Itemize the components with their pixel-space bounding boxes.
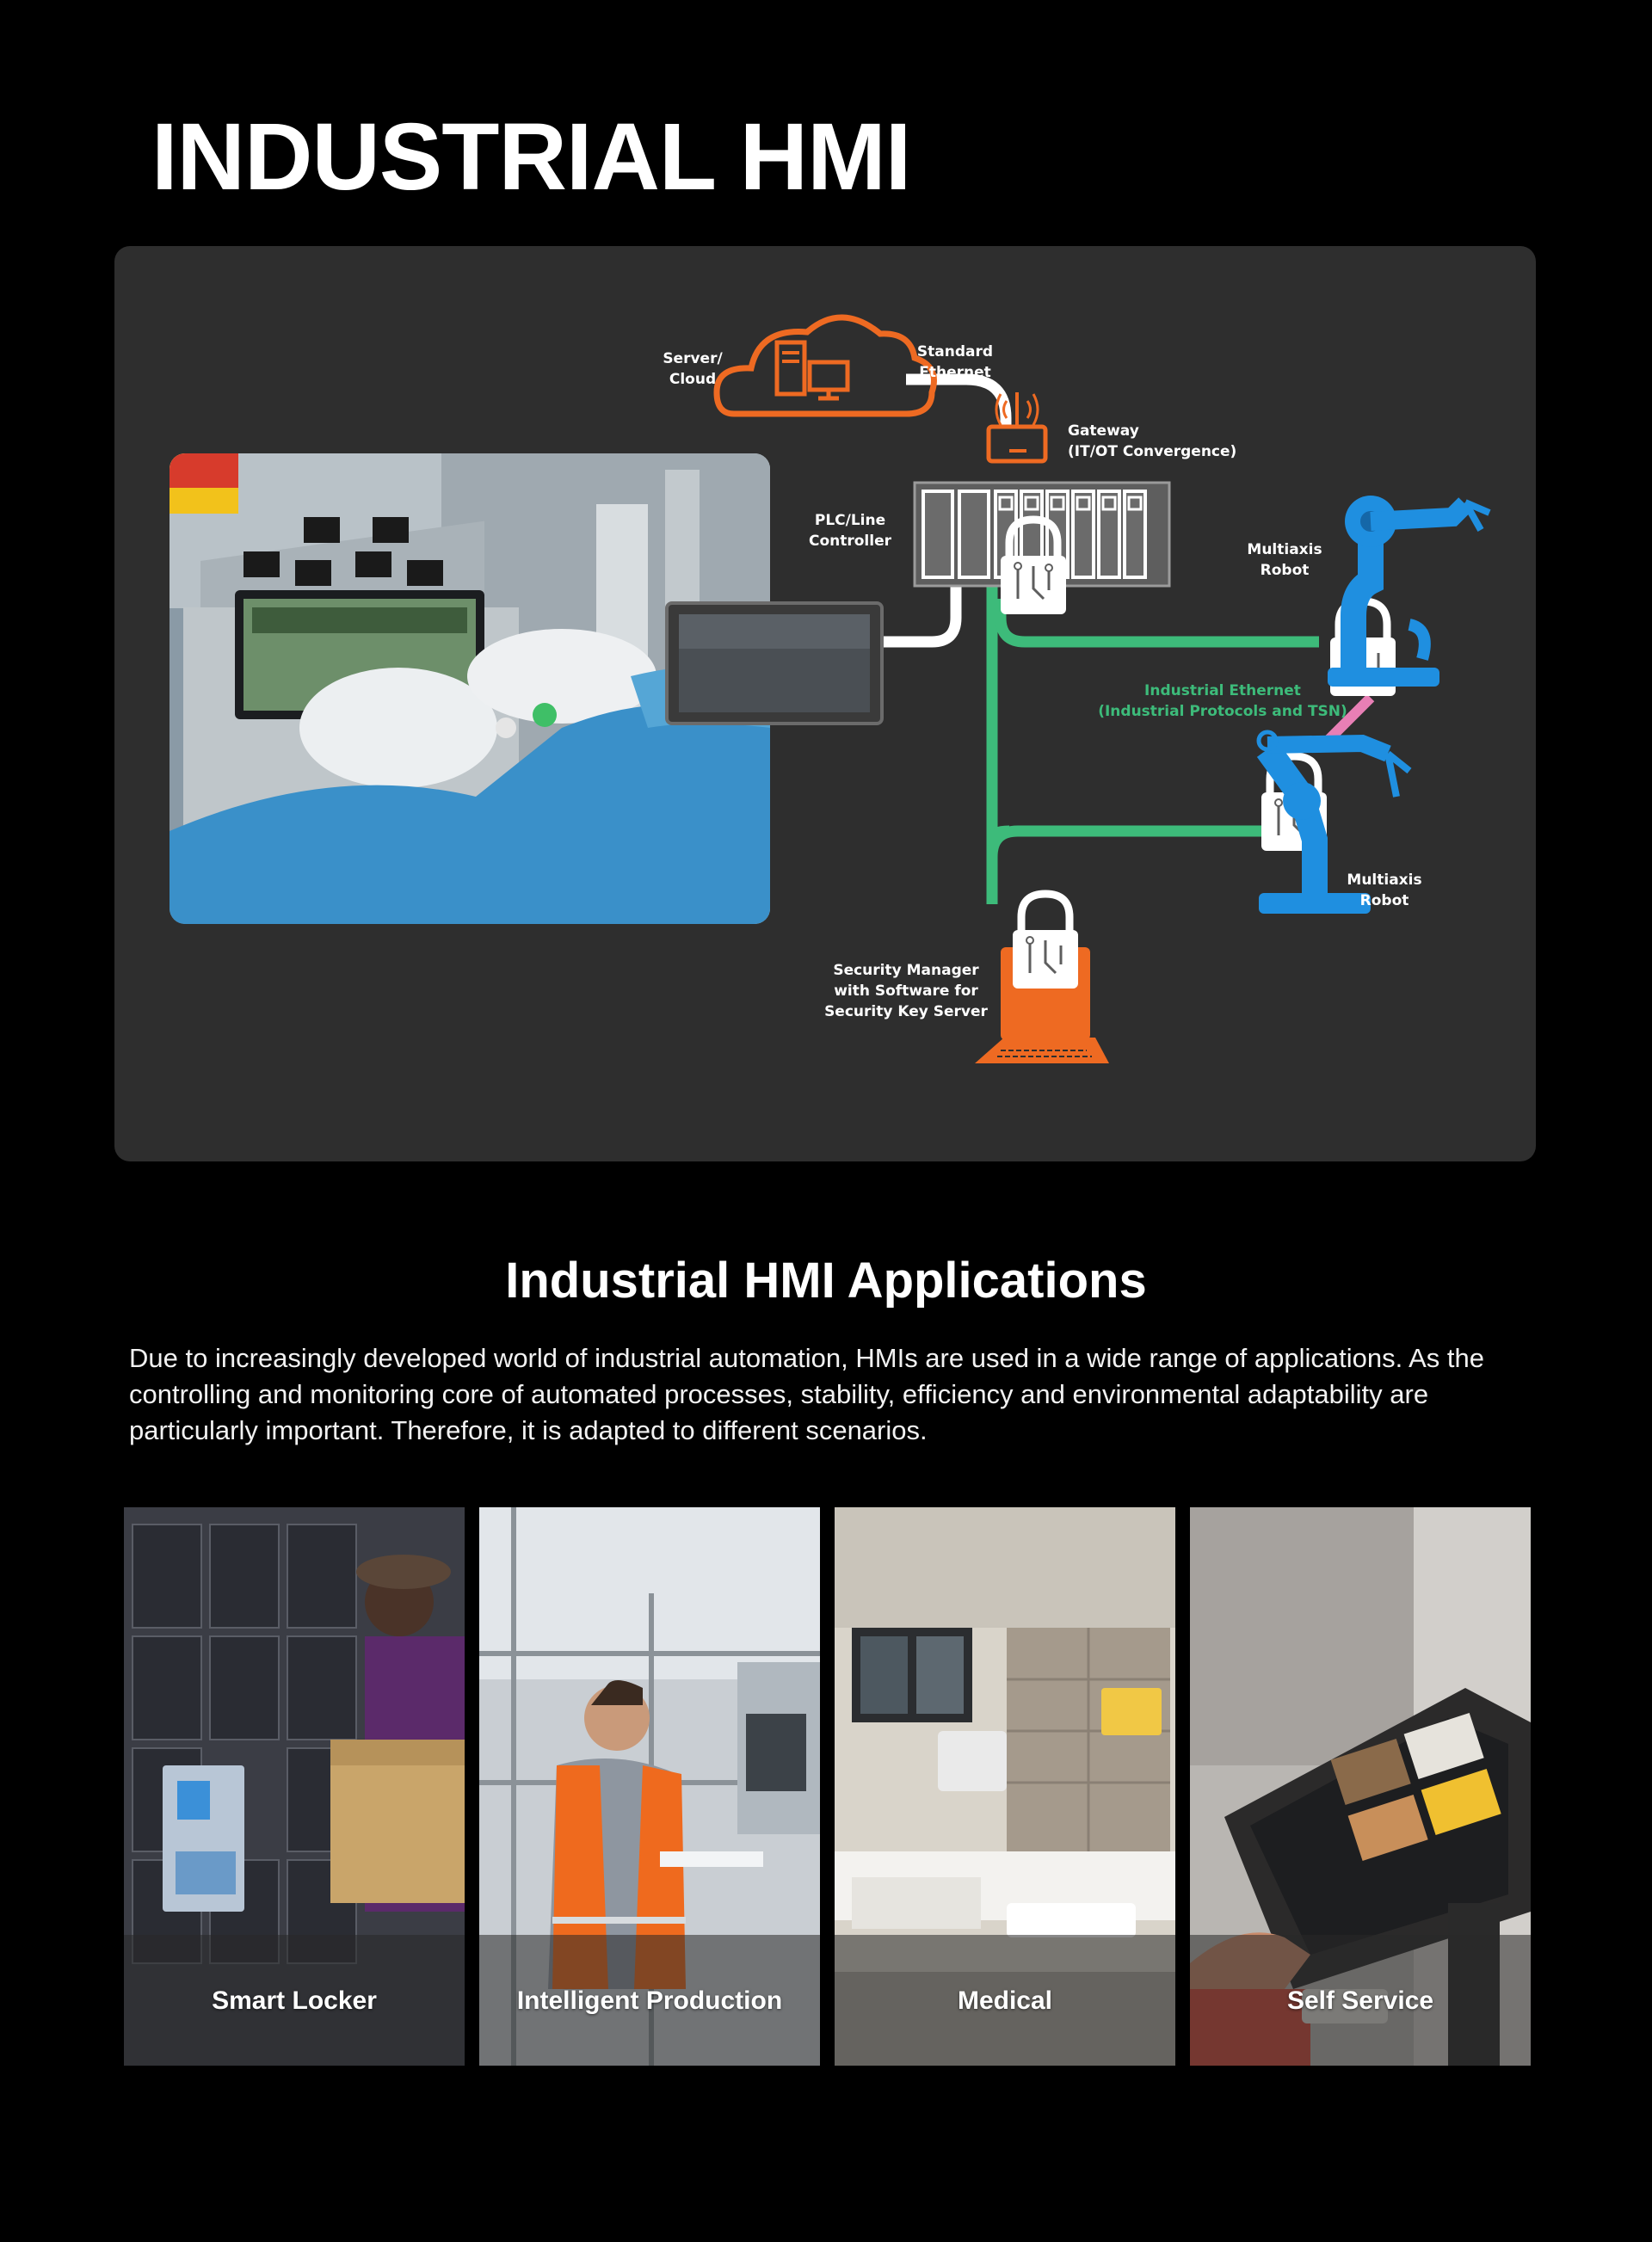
security-lock-icon (1013, 890, 1078, 989)
server-cloud-label-2: Cloud (669, 371, 716, 388)
cloud-server-icon (713, 314, 937, 417)
card-intelligent-production[interactable]: Intelligent Production (479, 1507, 820, 2066)
card-label: Medical (957, 1986, 1053, 2015)
robot-arm-icon (1328, 496, 1491, 687)
security-manager-label-3: Security Key Server (824, 1003, 988, 1020)
card-medical[interactable]: Medical (835, 1507, 1175, 2066)
card-label: Intelligent Production (516, 1986, 783, 2015)
security-lock-icon (1001, 515, 1066, 614)
gateway-label-2: (IT/OT Convergence) (1068, 443, 1236, 460)
robot-top-label-2: Robot (1261, 562, 1310, 579)
industrial-ethernet-label-1: Industrial Ethernet (1144, 682, 1301, 699)
plc-label-2: Controller (809, 533, 892, 550)
card-smart-locker[interactable]: Smart Locker (124, 1507, 465, 2066)
gateway-icon (986, 392, 1048, 464)
standard-ethernet-label-2: Ethernet (919, 364, 991, 381)
card-label: Smart Locker (212, 1986, 377, 2015)
security-manager-label-2: with Software for (834, 982, 978, 1000)
robot-top-label-1: Multiaxis (1247, 541, 1322, 558)
applications-intro: Due to increasingly developed world of i… (129, 1343, 1485, 1445)
card-label: Self Service (1286, 1986, 1434, 2015)
page-title: INDUSTRIAL HMI (151, 104, 911, 210)
standard-ethernet-label-1: Standard (917, 343, 993, 360)
industrial-ethernet-label-2: (Industrial Protocols and TSN) (1098, 703, 1347, 720)
robot-arm-icon (1256, 730, 1412, 914)
robot-bottom-label-2: Robot (1360, 892, 1409, 909)
card-self-service[interactable]: Self Service (1190, 1507, 1531, 2066)
hmi-panel-icon (665, 601, 884, 725)
security-manager-label-1: Security Manager (833, 962, 979, 979)
server-cloud-label-1: Server/ (663, 350, 723, 367)
robot-bottom-label-1: Multiaxis (1347, 872, 1421, 889)
plc-label-1: PLC/Line (815, 512, 885, 529)
network-diagram: Server/ Cloud Standard Ethernet Gateway … (114, 246, 1536, 1161)
gateway-label-1: Gateway (1068, 422, 1139, 440)
applications-heading: Industrial HMI Applications (505, 1253, 1147, 1309)
